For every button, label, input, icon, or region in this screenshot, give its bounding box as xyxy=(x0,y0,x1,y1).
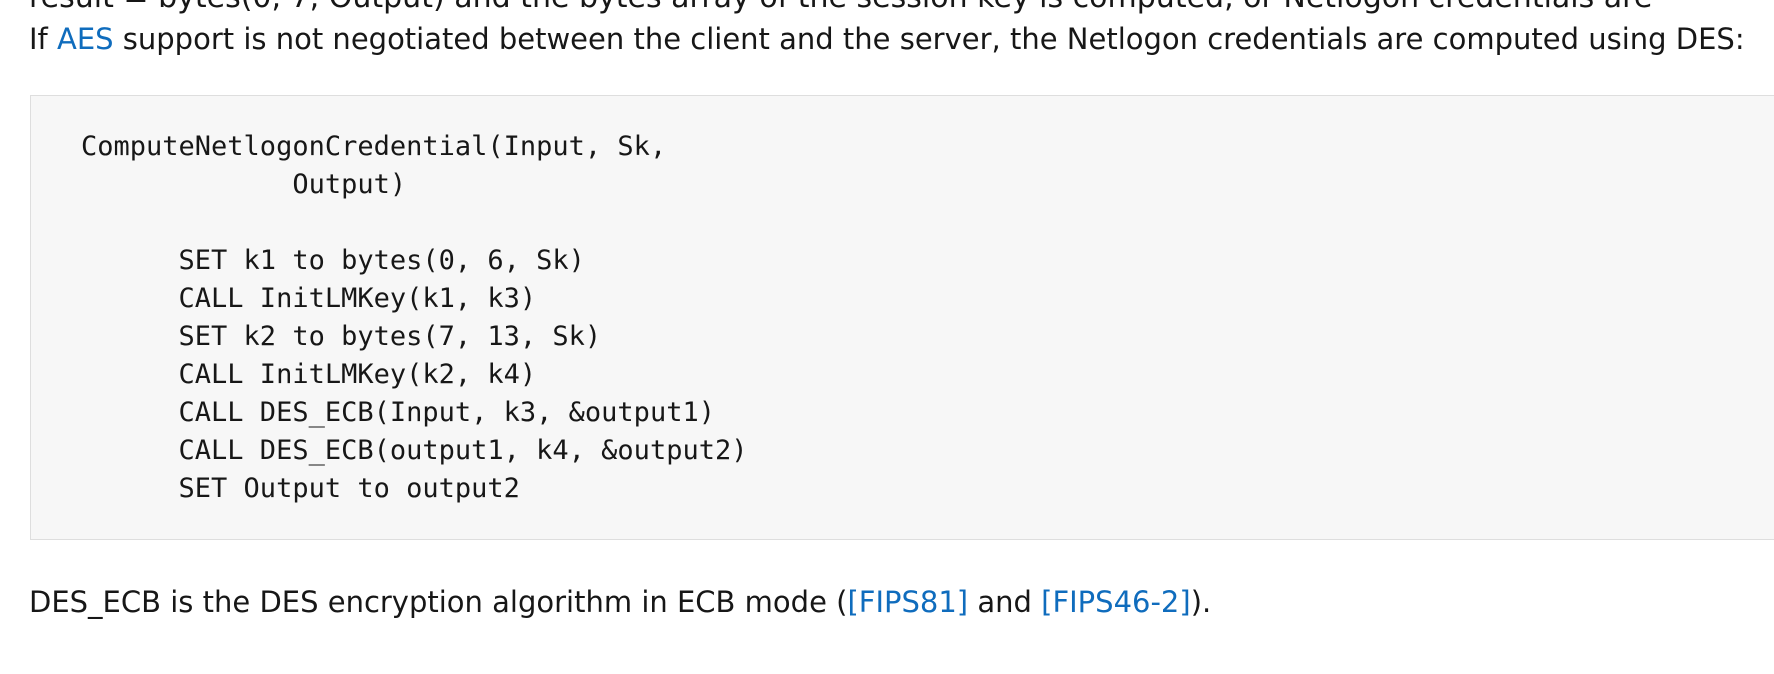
fips81-link[interactable]: [FIPS81] xyxy=(847,585,969,619)
code-line: CALL InitLMKey(k1, k3) xyxy=(81,283,537,314)
outro-suffix: ). xyxy=(1190,585,1212,619)
code-line xyxy=(81,204,747,242)
code-line: Output) xyxy=(81,169,407,200)
code-line: CALL DES_ECB(output1, k4, &output2) xyxy=(81,435,748,466)
intro-prefix: If xyxy=(29,22,57,56)
outro-prefix: DES_ECB is the DES encryption algorithm … xyxy=(29,585,848,619)
outro-middle: and xyxy=(968,585,1042,619)
fips46-2-link[interactable]: [FIPS46-2] xyxy=(1041,585,1191,619)
clipped-previous-line: result = bytes(0, 7, Output) and the byt… xyxy=(29,0,1652,18)
aes-link[interactable]: AES xyxy=(56,22,114,56)
code-line: CALL InitLMKey(k2, k4) xyxy=(81,359,537,390)
code-line: CALL DES_ECB(Input, k3, &output1) xyxy=(81,397,715,428)
intro-suffix: support is not negotiated between the cl… xyxy=(113,22,1745,56)
code-listing: ComputeNetlogonCredential(Input, Sk, Out… xyxy=(81,128,747,508)
code-line: SET k1 to bytes(0, 6, Sk) xyxy=(81,245,585,276)
intro-paragraph: If AES support is not negotiated between… xyxy=(29,19,1745,59)
code-block: ComputeNetlogonCredential(Input, Sk, Out… xyxy=(30,95,1774,540)
code-line: ComputeNetlogonCredential(Input, Sk, xyxy=(81,131,667,162)
code-line: SET k2 to bytes(7, 13, Sk) xyxy=(81,321,602,352)
outro-paragraph: DES_ECB is the DES encryption algorithm … xyxy=(29,582,1211,622)
code-line: SET Output to output2 xyxy=(81,473,520,504)
